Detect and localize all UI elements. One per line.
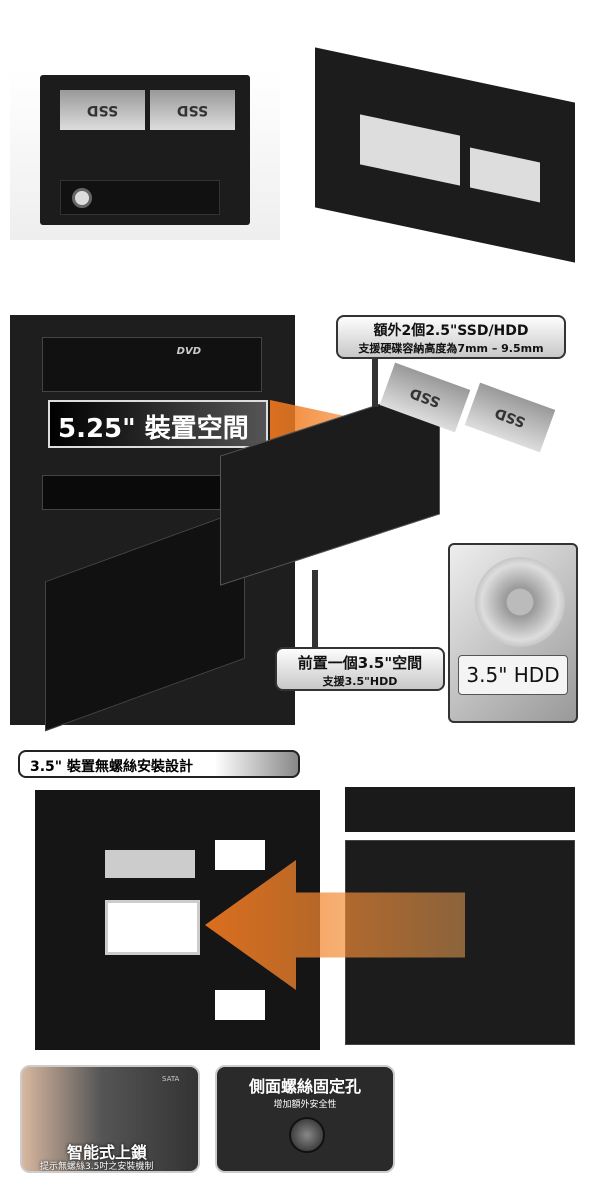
side-screw-inset: 側面螺絲固定孔 增加額外安全性	[215, 1065, 395, 1173]
product-front-photo: SSD SSD	[10, 70, 280, 240]
dvd-logo: DVD	[176, 346, 201, 357]
ssd-label: SSD	[176, 102, 209, 118]
section-title: 3.5" 裝置無螺絲安裝設計	[18, 750, 300, 778]
dvd-drive: DVD	[42, 337, 262, 392]
hdd-photo: 3.5" HDD	[448, 543, 578, 723]
ssd-callout: 額外2個2.5"SSD/HDD 支援硬碟容納高度為7mm – 9.5mm	[336, 315, 566, 359]
bracket-side-view	[345, 787, 575, 832]
ssd-label: SSD	[86, 102, 119, 118]
hdd-label: 3.5" HDD	[466, 663, 560, 687]
screw-icon	[289, 1117, 325, 1153]
smart-lock-inset: SATA 智能式上鎖 提示無螺絲3.5吋之安裝機制	[20, 1065, 200, 1173]
key-lock-icon	[72, 188, 92, 208]
front-bay-label: 5.25" 裝置空間	[48, 400, 268, 448]
ssd-label: SSD	[492, 404, 528, 431]
hdd-bay-callout: 前置一個3.5"空間 支援3.5"HDD	[275, 647, 445, 691]
product-frame-photo	[310, 47, 590, 265]
ssd-label: SSD	[407, 384, 443, 411]
